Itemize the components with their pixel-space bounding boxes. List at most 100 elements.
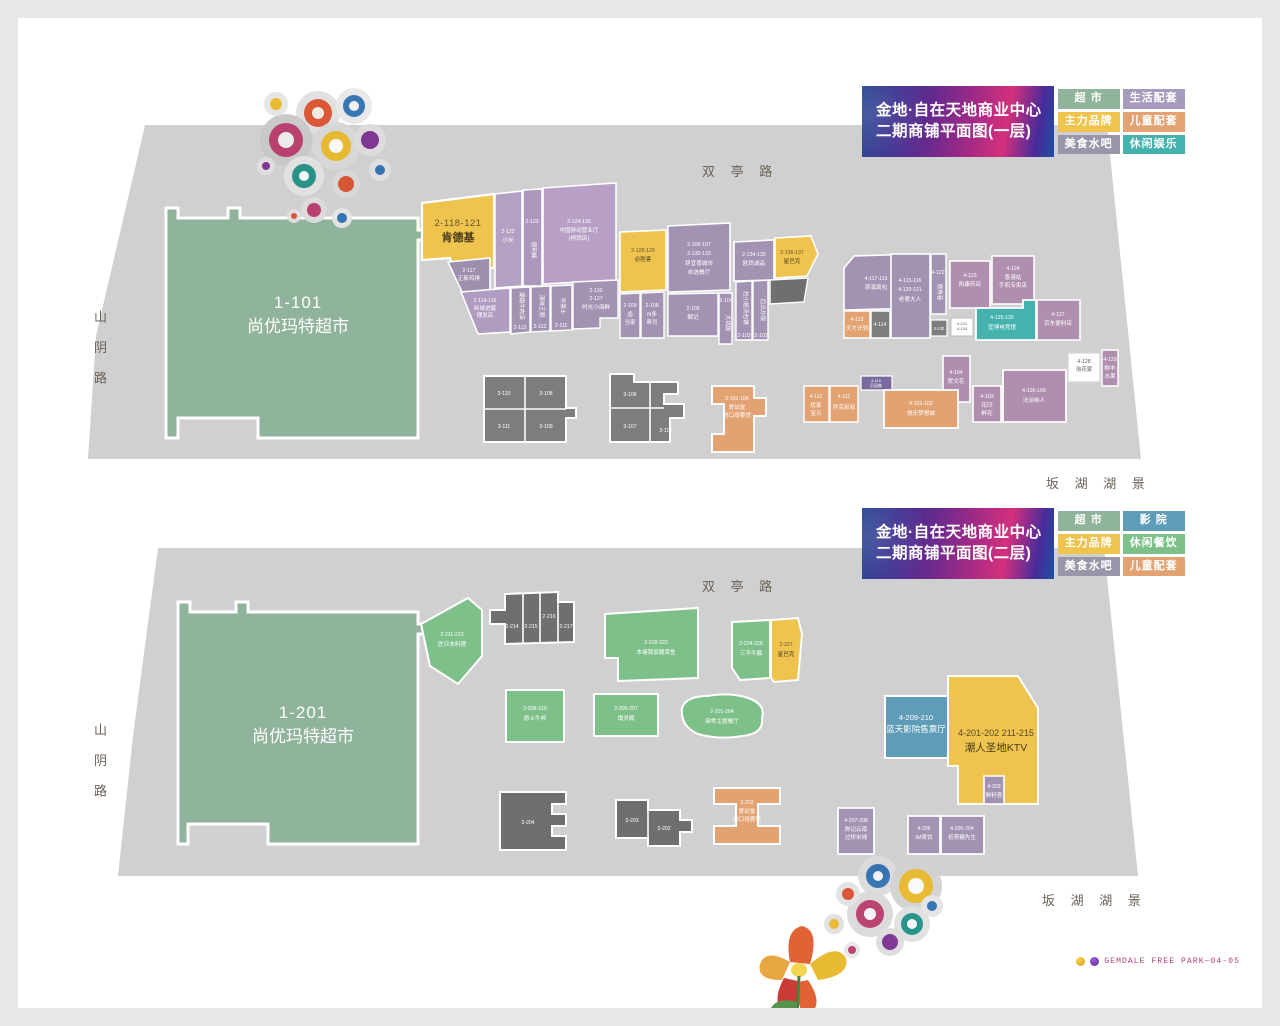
unit-4-103: [972, 385, 1002, 423]
svg-text:自选餐厅: 自选餐厅: [688, 268, 711, 276]
svg-text:2-127: 2-127: [589, 296, 602, 302]
svg-text:N多: N多: [647, 310, 657, 318]
floor2-legend-title-line2: 二期商铺平面图(二层): [876, 545, 1032, 563]
legend-key-lifestyle-f1: 生活配套: [1122, 89, 1185, 109]
svg-text:3-105: 3-105: [659, 428, 672, 434]
unit-4-123-code: 4-123: [963, 273, 976, 279]
unit-4-128: [1067, 352, 1101, 383]
unit-2-117-name: 正新鸡排: [458, 274, 481, 282]
unit-2-224-226-name: 三不牛腩: [740, 649, 763, 657]
unit-2-218-223-code: 2-218-223: [644, 640, 668, 646]
unit-2-224-226: [731, 618, 771, 682]
unit-4-125-126-code: 4-125-126: [990, 315, 1014, 321]
svg-text:2-110: 2-110: [590, 288, 603, 294]
unit-3-204: [499, 791, 567, 851]
legend-key-cinema-f2: 影 院: [1122, 511, 1185, 531]
svg-text:进口母婴馆: 进口母婴馆: [733, 815, 761, 823]
unit-2-208-210: [505, 689, 565, 743]
svg-text:2-106-107: 2-106-107: [687, 242, 711, 248]
legend-key-supermarket-f2: 超 市: [1057, 511, 1120, 531]
road-label-bottom-right-f1: 坂 湖 湖 景: [1046, 476, 1151, 491]
unit-4-201-215-code: 4-201-202 211-215: [958, 728, 1034, 738]
svg-text:优家: 优家: [810, 401, 822, 409]
svg-text:辞宜香城市: 辞宜香城市: [685, 259, 713, 267]
unit-4-112-code: 4-112: [810, 394, 823, 400]
floor1-legend-title-line1: 金地·自在天地商业中心: [876, 101, 1042, 119]
svg-text:华莱士: 华莱士: [559, 298, 567, 315]
unit-3-202-code: 3-202: [740, 800, 753, 806]
unit-2-224-226-code: 2-224-226: [739, 641, 763, 647]
footer-brand: GEMDALE FREE PARK—04-05: [1076, 957, 1240, 966]
unit-4-206-name: IM茶饮: [915, 833, 933, 841]
unit-3-101-104-code: 3-101-104: [725, 396, 749, 402]
unit-4-209-210-name: 蓝天影院售票厅: [886, 724, 946, 734]
unit-2-104-code: 2-104: [719, 298, 732, 304]
unit-4-127: [1036, 299, 1081, 341]
unit-4-129-code: 4-129: [1103, 357, 1116, 363]
unit-4-125-126-name: 宜博电竞馆: [988, 323, 1016, 331]
unit-2-227: [770, 616, 804, 684]
floor1-legend-title-line2: 二期商铺平面图(一层): [876, 123, 1032, 141]
unit-1-101-name: 尚优玛特超市: [247, 317, 349, 336]
svg-text:陈记云南: 陈记云南: [845, 825, 868, 833]
svg-text:老婆大人: 老婆大人: [899, 295, 922, 303]
road-label-top-f2: 双 亭 路: [702, 579, 779, 594]
unit-2-218-223: [604, 606, 699, 683]
svg-text:潮南牛肉店: 潮南牛肉店: [518, 292, 526, 320]
floor1-legend: 金地·自在天地商业中心 二期商铺平面图(一层) 超 市 生活配套 主力品牌 儿童…: [862, 86, 1185, 158]
unit-2-105-code: 2-105: [686, 306, 699, 312]
svg-text:过桥米线: 过桥米线: [845, 833, 868, 841]
unit-4-114-code: 4-114: [874, 322, 887, 328]
unit-4-104-name: 贺文花: [948, 377, 965, 385]
floor2-legend-keys: 超 市 影 院 主力品牌 休闲餐饮 美食水吧 儿童配套: [1054, 508, 1185, 579]
unit-4-203-code: 4-203: [987, 784, 1000, 790]
unit-4-113: [843, 310, 871, 339]
unit-2-128-129: [619, 229, 667, 293]
unit-2-205-207-name: 塌灵阁: [618, 714, 635, 722]
unit-4-128-code: 4-128: [1077, 359, 1090, 365]
svg-text:爱幼堂: 爱幼堂: [739, 807, 756, 815]
legend-key-anchor-f1: 主力品牌: [1057, 111, 1120, 132]
unit-4-103-code: 4-103: [980, 394, 993, 400]
unit-4-125-126: [975, 299, 1037, 341]
svg-text:滇味王朝: 滇味王朝: [538, 295, 546, 318]
svg-text:3-203: 3-203: [625, 818, 638, 824]
svg-text:水果: 水果: [1104, 372, 1116, 380]
unit-4-101-102-name: 快乐梦想城: [907, 409, 935, 417]
unit-2-114-116: [459, 287, 511, 335]
svg-text:3-108: 3-108: [539, 391, 552, 397]
unit-4-110-code: 4-110: [871, 378, 882, 383]
unit-4-129: [1101, 349, 1119, 387]
floor1-legend-keys: 超 市 生活配套 主力品牌 儿童配套 美食水吧 休闲娱乐: [1054, 86, 1185, 157]
floor2-site: 1-201 尚优玛特超市 2-211-213 匠日本料理 2-214 2-215…: [118, 548, 1138, 876]
unit-4-201-215-name: 潮人圣地KTV: [965, 741, 1027, 754]
plan-canvas: 1-101 尚优玛特超市 2-118-121 肯德基 2-117 正新鸡排 2-…: [18, 18, 1262, 1008]
unit-4-207-208-code: 4-207-208: [844, 818, 868, 824]
legend-key-food-f1: 美食水吧: [1057, 134, 1120, 155]
svg-text:2-214: 2-214: [505, 624, 518, 630]
unit-1-201: [176, 600, 432, 846]
unit-2-208-210-name: 爵士牛邦: [524, 714, 547, 722]
unit-2-205-207-code: 2-205-207: [614, 706, 638, 712]
unit-2-218-223-name: 本塘我家酸菜鱼: [636, 648, 676, 656]
unit-2-201-204: [680, 693, 764, 739]
unit-2-112: [530, 285, 551, 333]
unit-4-104-code: 4-104: [949, 370, 962, 376]
svg-text:4-131: 4-131: [957, 321, 968, 326]
unit-1-201-code: 1-201: [279, 703, 327, 722]
unit-2-122-name: 小米: [502, 236, 514, 244]
unit-2-123-name: 便利蜂: [530, 242, 538, 259]
unit-2-124-126-code: 2-124-126: [567, 219, 591, 225]
unit-2-122: [494, 190, 523, 289]
unit-4-101-102-code: 4-101-102: [909, 401, 933, 407]
floor2-legend-title-line1: 金地·自在天地商业中心: [876, 523, 1042, 541]
unit-4-206: [907, 815, 941, 855]
legend-key-dining-f2: 休闲餐饮: [1122, 533, 1185, 554]
svg-text:3-106: 3-106: [623, 392, 636, 398]
svg-text:宝贝: 宝贝: [810, 409, 822, 417]
unit-2-201-204-code: 2-201-204: [710, 709, 734, 715]
unit-4-205-204-name: 初荟糖先生: [948, 833, 976, 841]
unit-2-205-207: [593, 693, 659, 737]
unit-4-124-code: 4-124: [1006, 266, 1019, 272]
